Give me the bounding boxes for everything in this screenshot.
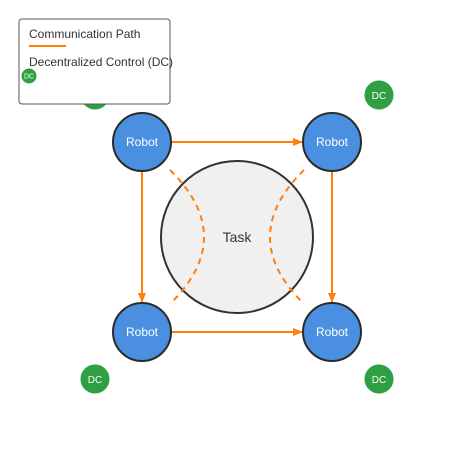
dashed-path-right — [269, 169, 305, 305]
robot-node-top-right: Robot — [302, 112, 362, 172]
dc-node-circle — [363, 79, 395, 111]
dc-node-label: DC — [372, 91, 386, 102]
robot-circle — [112, 302, 172, 362]
dashed-path-left — [169, 169, 205, 305]
legend-path-label: Communication Path — [29, 27, 140, 41]
legend-dc-marker-label: DC — [24, 74, 34, 81]
dc-node-top-right: DC — [363, 79, 395, 111]
robot-label: Robot — [316, 325, 349, 339]
robot-label: Robot — [126, 325, 159, 339]
task-node: Task — [160, 160, 314, 314]
robot-label: Robot — [316, 135, 349, 149]
dc-node-label: DC — [88, 375, 102, 386]
legend-dc-marker: DC — [20, 67, 38, 85]
dc-node-bottom-right: DC — [363, 363, 395, 395]
robot-circle — [302, 302, 362, 362]
dc-node-label: DC — [372, 375, 386, 386]
dc-node-circle — [363, 363, 395, 395]
task-label: Task — [223, 229, 253, 245]
robot-node-top-left: Robot — [112, 112, 172, 172]
legend-box — [18, 18, 171, 105]
legend-dc-label: Decentralized Control (DC) — [29, 55, 173, 69]
robot-node-bottom-right: Robot — [302, 302, 362, 362]
robot-circle — [302, 112, 362, 172]
task-circle — [160, 160, 314, 314]
legend: Communication Path Decentralized Control… — [18, 18, 173, 105]
robot-circle — [112, 112, 172, 172]
legend-dc-circle — [20, 67, 38, 85]
dc-node-circle — [79, 363, 111, 395]
robot-node-bottom-left: Robot — [112, 302, 172, 362]
robot-label: Robot — [126, 135, 159, 149]
dc-node-bottom-left: DC — [79, 363, 111, 395]
